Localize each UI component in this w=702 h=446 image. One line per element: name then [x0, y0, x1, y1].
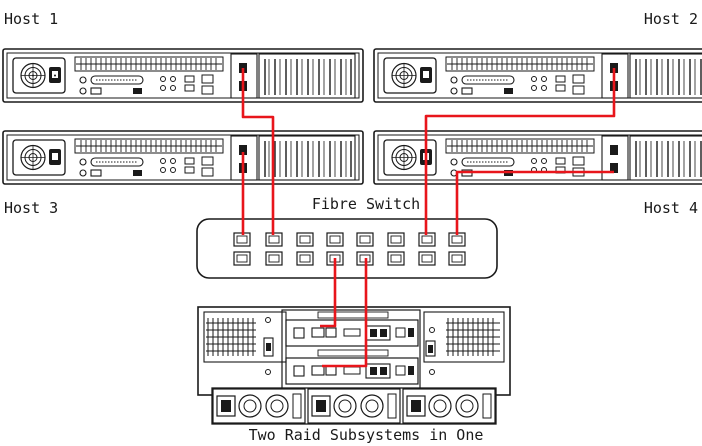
power-inlet-icon: [54, 74, 56, 77]
cable-host4-to-switch: [455, 170, 614, 235]
raid-storage-enclosure: [197, 306, 511, 425]
cable-switch-to-controller-a: [320, 258, 337, 328]
host-4-server: [373, 130, 702, 185]
storage-label: Two Raid Subsystems in One: [249, 426, 484, 444]
fibre-switch-label: Fibre Switch: [312, 195, 420, 213]
host-3-server: [2, 130, 364, 185]
host-3-label: Host 3: [4, 199, 58, 217]
cable-switch-to-controller-b: [322, 258, 368, 368]
fibre-cables: [241, 68, 616, 368]
host-1-label: Host 1: [4, 10, 58, 28]
host-2-server: [373, 48, 702, 103]
host-2-label: Host 2: [644, 10, 698, 28]
cable-host2-to-switch: [424, 68, 616, 235]
fan-grille-icon: [32, 74, 34, 77]
cable-host1-to-switch: [241, 68, 275, 235]
host-1-server: [2, 48, 364, 103]
host-4-label: Host 4: [644, 199, 698, 217]
